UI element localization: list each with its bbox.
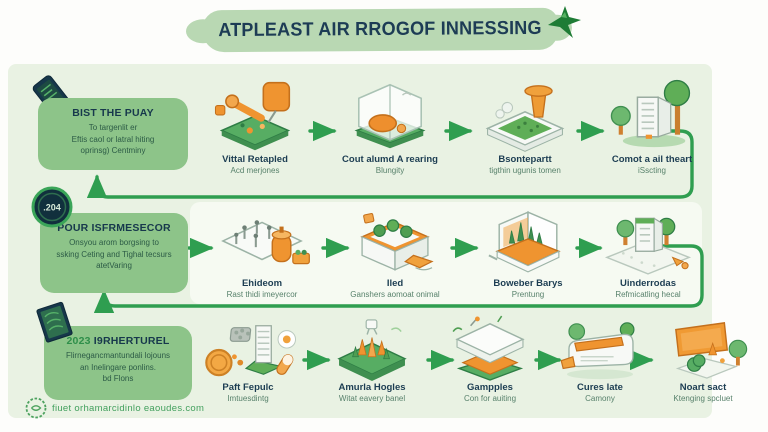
- callout-3-heading: 2023 I9RHERTUREL: [66, 335, 170, 347]
- step-r3-4: Cures late Camony: [542, 318, 658, 404]
- callout-box-2: POUR ISFRMESECOR Onsyou arom borgsing to…: [40, 213, 188, 293]
- step-r3-1: Paft Fepulc Imtuesdintg: [190, 318, 306, 404]
- step-r3-5: Noart sact Ktenging spcluet: [645, 318, 761, 404]
- step-r2-1: Ehideom Rast thidi imeyercor: [200, 206, 324, 300]
- pin-board-tank-icon: [221, 220, 310, 265]
- step-r2-3: Boweber Barys Prentung: [466, 206, 590, 300]
- billboard-icon: [675, 322, 748, 379]
- planter-box-icon: [360, 213, 434, 271]
- building-mat-icon: [604, 217, 692, 275]
- book-icon: [36, 301, 73, 343]
- badge-204-icon: .204: [31, 186, 73, 228]
- glass-case-icon: [354, 83, 426, 149]
- coin-tower-icon: [205, 325, 296, 377]
- footer-url: fiuet orhamarcidinlo eaoudes.com: [52, 403, 205, 414]
- step-r1-3: Bsontepartt tigthin ugunis tomen: [463, 80, 587, 176]
- step-r3-3: Gampples Con for auiting: [432, 315, 548, 404]
- wreath-logo-icon: [25, 397, 47, 419]
- step-r2-4: Uinderrodas Refmicatling hecal: [586, 206, 710, 300]
- stamp-tray-icon: [485, 85, 565, 152]
- callout-1-heading: BIST THE PUAY: [72, 107, 154, 119]
- press-stack-icon: [452, 315, 525, 381]
- callout-2-body: Onsyou arom borgsing to ssking Ceting an…: [56, 238, 172, 270]
- robot-arm-icon: [214, 81, 291, 151]
- step-r2-2: Iled Ganshers aomoat onimal: [333, 206, 457, 300]
- step-r1-2: Cout alumd A rearing Blungity: [328, 80, 452, 176]
- crops-platform-icon: [337, 319, 407, 382]
- plant-printer-icon: [488, 211, 561, 273]
- svg-text:.204: .204: [43, 203, 61, 213]
- callout-3-body: Flirnegancmantundali lojouns an Inelinga…: [65, 351, 171, 383]
- step-r3-2: Amurla Hogles Witat eavery banel: [314, 318, 430, 404]
- callout-box-3: 2023 I9RHERTUREL Flirnegancmantundali lo…: [44, 326, 192, 400]
- step-r1-1: Vittal Retapled Acd merjones: [193, 80, 317, 176]
- step-r1-4: Comot a ail theart iSscting: [590, 79, 714, 176]
- bird-icon: [548, 6, 581, 38]
- callout-2-heading: POUR ISFRMESECOR: [57, 222, 171, 234]
- building-trees-icon: [610, 79, 691, 148]
- callout-1-body: To targenlit er Eftis caol or latral hit…: [71, 123, 155, 155]
- sled-machine-icon: [560, 322, 635, 380]
- callout-box-1: BIST THE PUAY To targenlit er Eftis caol…: [38, 98, 188, 170]
